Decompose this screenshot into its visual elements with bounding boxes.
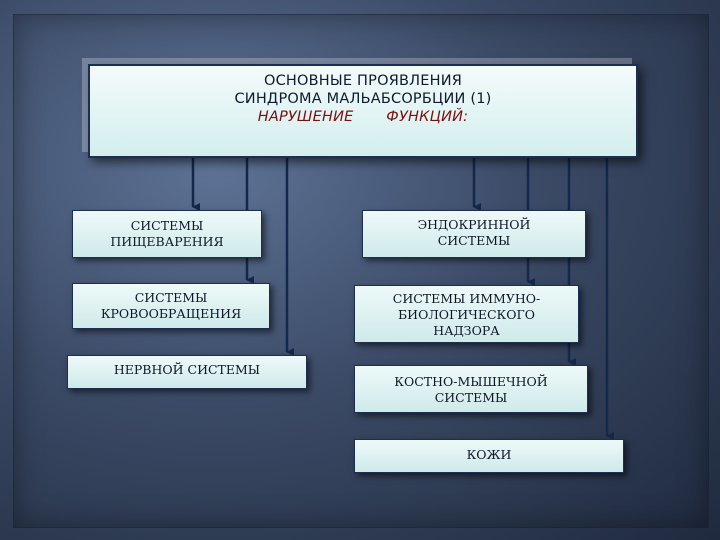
box-digestive-line-1: СИСТЕМЫ [130,218,204,233]
box-nervous-line-1: НЕРВНОЙ СИСТЕМЫ [113,362,261,377]
box-circulatory-system: СИСТЕМЫ КРОВООБРАЩЕНИЯ [72,283,270,329]
title-box: ОСНОВНЫЕ ПРОЯВЛЕНИЯ СИНДРОМА МАЛЬАБСОРБЦ… [88,64,638,158]
box-skin-line-1: КОЖИ [466,447,512,462]
box-circulation-line-2: КРОВООБРАЩЕНИЯ [100,306,242,321]
title-line-3: НАРУШЕНИЕ ФУНКЦИЙ: [257,109,469,125]
box-immune-line-1: СИСТЕМЫ ИММУНО- [392,291,541,306]
box-circulation-line-1: СИСТЕМЫ [134,290,208,305]
box-immune-surveillance: СИСТЕМЫ ИММУНО- БИОЛОГИЧЕСКОГО НАДЗОРА [354,285,579,343]
box-immune-line-2: БИОЛОГИЧЕСКОГО [398,307,535,322]
box-digestive-system: СИСТЕМЫ ПИЩЕВАРЕНИЯ [72,210,262,258]
box-skin: КОЖИ [354,439,624,473]
box-musculoskeletal-line-2: СИСТЕМЫ [434,390,508,405]
box-digestive-line-2: ПИЩЕВАРЕНИЯ [110,234,224,249]
box-musculoskeletal-system: КОСТНО-МЫШЕЧНОЙ СИСТЕМЫ [354,365,588,413]
box-endocrine-line-2: СИСТЕМЫ [437,233,511,248]
box-endocrine-system: ЭНДОКРИННОЙ СИСТЕМЫ [362,210,586,258]
box-endocrine-line-1: ЭНДОКРИННОЙ [417,217,531,232]
box-musculoskeletal-line-1: КОСТНО-МЫШЕЧНОЙ [394,374,548,389]
title-line-2: СИНДРОМА МАЛЬАБСОРБЦИИ (1) [234,91,492,107]
box-immune-line-3: НАДЗОРА [433,323,500,338]
title-line-1: ОСНОВНЫЕ ПРОЯВЛЕНИЯ [263,73,463,89]
box-nervous-system: НЕРВНОЙ СИСТЕМЫ [67,355,307,389]
